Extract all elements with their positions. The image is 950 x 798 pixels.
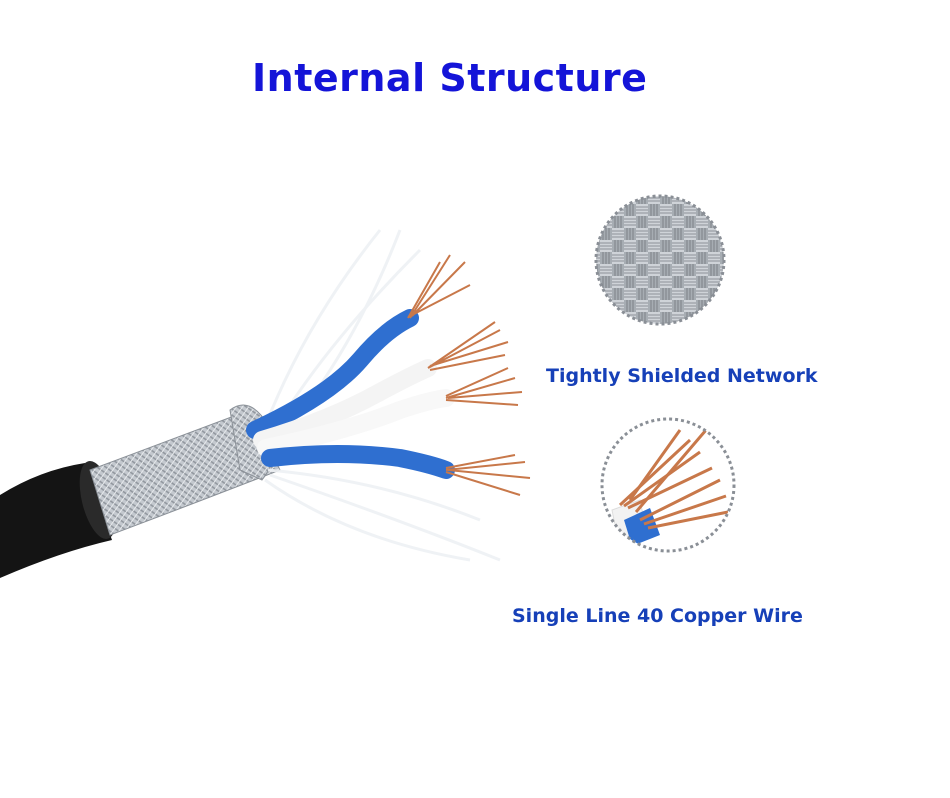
shield-detail-circle — [594, 194, 726, 326]
blue-conductor-lower — [261, 445, 455, 479]
conductors — [246, 309, 455, 479]
copper-detail-circle — [600, 417, 736, 553]
white-conductor-upper — [253, 359, 437, 449]
shield-label: Tightly Shielded Network — [546, 365, 818, 387]
white-conductor-lower — [257, 389, 455, 457]
page-title: Internal Structure — [252, 56, 648, 100]
copper-strands — [407, 254, 531, 496]
copper-wire-label: Single Line 40 Copper Wire — [512, 605, 803, 627]
blue-conductor-upper — [246, 309, 419, 439]
